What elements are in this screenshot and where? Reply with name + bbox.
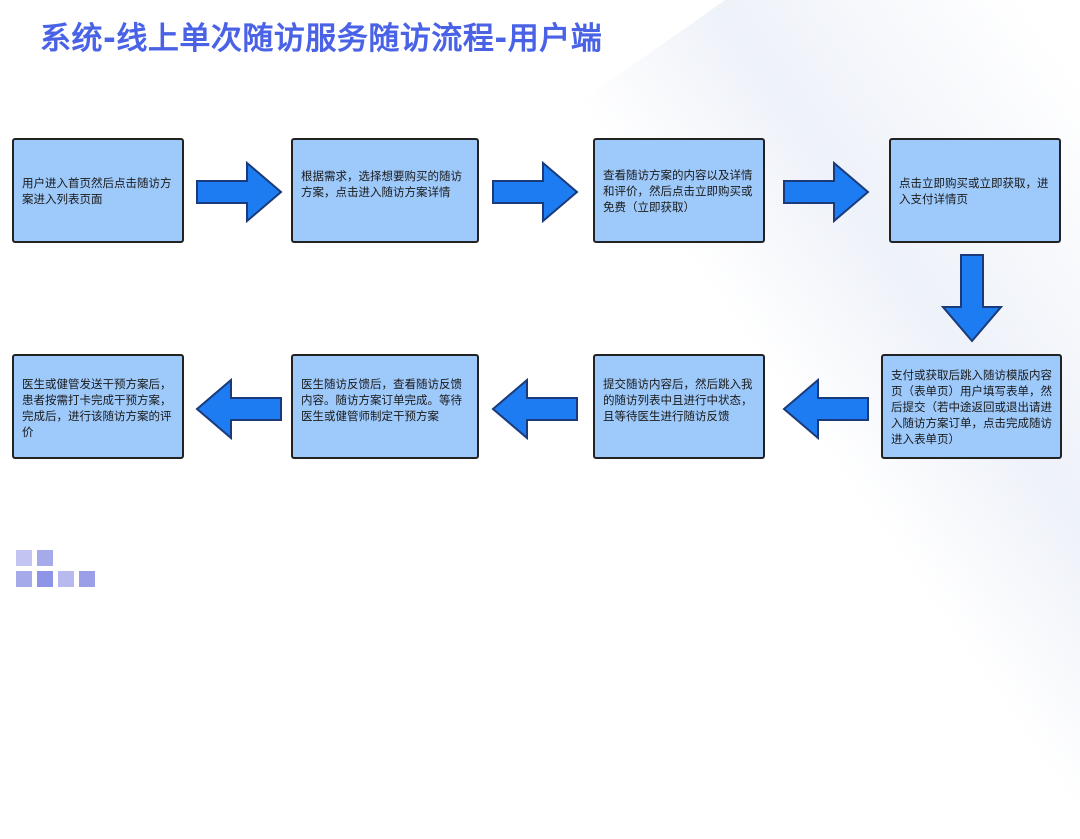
step-box-8: 医生或健管发送干预方案后，患者按需打卡完成干预方案，完成后，进行该随访方案的评价	[12, 354, 184, 459]
step-text-7: 医生随访反馈后，查看随访反馈内容。随访方案订单完成。等待医生或健管师制定干预方案	[301, 377, 462, 423]
step-box-3: 查看随访方案的内容以及详情和评价，然后点击立即购买或免费（立即获取）	[593, 138, 765, 243]
arrow-left-icon-2	[491, 378, 578, 440]
step-text-6: 提交随访内容后，然后跳入我的随访列表中且进行中状态，且等待医生进行随访反馈	[603, 377, 753, 423]
arrow-down-icon	[941, 254, 1003, 343]
step-box-5: 支付或获取后跳入随访模版内容页（表单页）用户填写表单，然后提交（若中途返回或退出…	[881, 354, 1062, 459]
deco-square	[16, 550, 32, 566]
step-box-6: 提交随访内容后，然后跳入我的随访列表中且进行中状态，且等待医生进行随访反馈	[593, 354, 765, 459]
deco-square	[79, 571, 95, 587]
step-text-4: 点击立即购买或立即获取，进入支付详情页	[899, 175, 1049, 206]
step-box-2: 根据需求，选择想要购买的随访方案，点击进入随访方案详情	[291, 138, 479, 243]
arrow-left-icon-3	[195, 378, 282, 440]
step-text-2: 根据需求，选择想要购买的随访方案，点击进入随访方案详情	[301, 169, 462, 199]
step-text-8: 医生或健管发送干预方案后，患者按需打卡完成干预方案，完成后，进行该随访方案的评价	[22, 377, 172, 439]
page-title: 系统-线上单次随访服务随访流程-用户端	[40, 21, 603, 57]
step-box-7: 医生随访反馈后，查看随访反馈内容。随访方案订单完成。等待医生或健管师制定干预方案	[291, 354, 479, 459]
step-box-4: 点击立即购买或立即获取，进入支付详情页	[889, 138, 1061, 243]
step-box-1: 用户进入首页然后点击随访方案进入列表页面	[12, 138, 184, 243]
arrow-left-icon-1	[782, 378, 869, 440]
arrow-right-icon-2	[492, 161, 579, 223]
arrow-right-icon-1	[196, 161, 283, 223]
step-text-1: 用户进入首页然后点击随访方案进入列表页面	[22, 175, 172, 206]
arrow-right-icon-3	[783, 161, 870, 223]
deco-square	[37, 571, 53, 587]
step-text-5: 支付或获取后跳入随访模版内容页（表单页）用户填写表单，然后提交（若中途返回或退出…	[891, 367, 1052, 446]
deco-square	[16, 571, 32, 587]
step-text-3: 查看随访方案的内容以及详情和评价，然后点击立即购买或免费（立即获取）	[603, 167, 753, 214]
deco-square	[58, 571, 74, 587]
deco-square	[37, 550, 53, 566]
